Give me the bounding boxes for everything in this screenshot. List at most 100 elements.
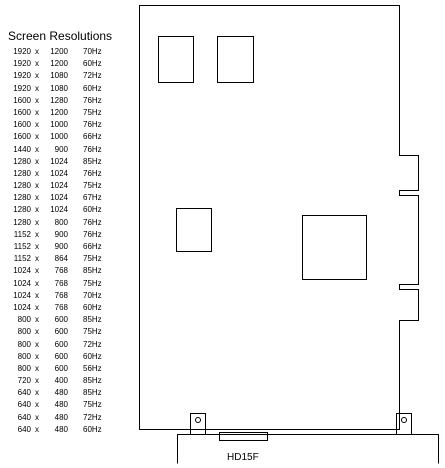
resolution-width: 1600 [13,107,31,117]
resolution-separator: x [35,339,39,349]
refresh-rate: 75Hz [83,400,102,410]
refresh-rate: 75Hz [83,278,102,288]
resolution-height: 1280 [50,95,68,105]
resolution-height: 800 [54,217,68,227]
resolution-width: 1024 [13,302,31,312]
resolution-separator: x [35,229,39,239]
resolution-height: 1200 [50,107,68,117]
resolution-separator: x [35,144,39,154]
connector-label: HD15F [227,452,259,463]
resolution-height: 480 [54,424,68,434]
resolution-width: 800 [17,351,31,361]
refresh-rate: 75Hz [83,181,102,191]
resolution-width: 1280 [13,156,31,166]
resolution-separator: x [35,302,39,312]
resolution-height: 768 [54,302,68,312]
resolution-separator: x [35,107,39,117]
resolution-height: 900 [54,242,68,251]
resolution-width: 800 [17,363,31,373]
resolution-height: 1000 [50,132,68,142]
resolution-width: 1152 [13,242,31,251]
resolution-width: 1920 [13,59,31,69]
resolution-separator: x [35,351,39,361]
resolution-width: 1024 [13,266,31,276]
resolution-separator: x [35,327,39,337]
refresh-rate: 76Hz [83,229,102,239]
resolution-width: 1024 [13,278,31,288]
resolution-separator: x [35,181,39,191]
resolution-width: 1920 [13,71,31,81]
resolution-width: 1152 [13,254,31,264]
resolution-separator: x [35,132,39,142]
resolution-width: 1152 [13,229,31,239]
resolution-width: 1280 [13,205,31,215]
resolution-height: 1080 [50,83,68,93]
resolution-height: 1024 [50,193,68,203]
memory-chip-1 [158,36,194,83]
resolution-width: 800 [17,327,31,337]
refresh-rate: 72Hz [83,339,102,349]
refresh-rate: 85Hz [83,388,102,398]
resolution-width: 1600 [13,95,31,105]
refresh-rate: 60Hz [83,351,102,361]
resolution-separator: x [35,193,39,203]
refresh-rate: 66Hz [83,132,102,142]
resolution-width: 1600 [13,132,31,142]
resolution-height: 400 [54,376,68,386]
refresh-rate: 85Hz [83,266,102,276]
refresh-rate: 60Hz [83,205,102,215]
gpu-chip [302,215,367,280]
resolution-separator: x [35,83,39,93]
resolution-separator: x [35,217,39,227]
refresh-rate: 72Hz [83,412,102,422]
resolution-separator: x [35,95,39,105]
resolution-separator: x [35,400,39,410]
resolution-height: 768 [54,266,68,276]
bracket-tab-left [190,413,206,435]
resolution-width: 800 [17,315,31,325]
resolution-separator: x [35,290,39,300]
resolution-height: 768 [54,290,68,300]
refresh-rate: 76Hz [83,95,102,105]
refresh-rate: 60Hz [83,302,102,312]
resolution-height: 480 [54,400,68,410]
resolution-height: 480 [54,388,68,398]
refresh-rate: 76Hz [83,120,102,130]
resolution-height: 1200 [50,47,68,56]
resolution-separator: x [35,376,39,386]
refresh-rate: 60Hz [83,59,102,69]
bracket-tab-right [396,413,412,435]
resolution-width: 1280 [13,193,31,203]
screw-hole-left [195,417,201,423]
resolution-height: 1024 [50,168,68,178]
resolution-separator: x [35,47,39,56]
screw-hole-right [401,417,407,423]
refresh-rate: 85Hz [83,156,102,166]
resolution-separator: x [35,266,39,276]
resolution-height: 600 [54,339,68,349]
resolution-separator: x [35,71,39,81]
resolution-height: 1024 [50,205,68,215]
resolution-separator: x [35,388,39,398]
resolution-height: 480 [54,412,68,422]
resolution-separator: x [35,363,39,373]
refresh-rate: 60Hz [83,424,102,434]
resolution-height: 600 [54,363,68,373]
resolution-separator: x [35,424,39,434]
resolution-height: 768 [54,278,68,288]
refresh-rate: 76Hz [83,168,102,178]
resolution-width: 640 [17,424,31,434]
resolution-separator: x [35,156,39,166]
bios-chip [176,208,212,252]
resolution-separator: x [35,205,39,215]
resolution-height: 1024 [50,156,68,166]
resolution-separator: x [35,168,39,178]
refresh-rate: 56Hz [83,363,102,373]
resolution-width: 1280 [13,217,31,227]
resolution-width: 1024 [13,290,31,300]
resolution-width: 1440 [13,144,31,154]
refresh-rate: 70Hz [83,47,102,56]
resolution-height: 864 [54,254,68,264]
resolution-separator: x [35,254,39,264]
resolution-separator: x [35,242,39,251]
